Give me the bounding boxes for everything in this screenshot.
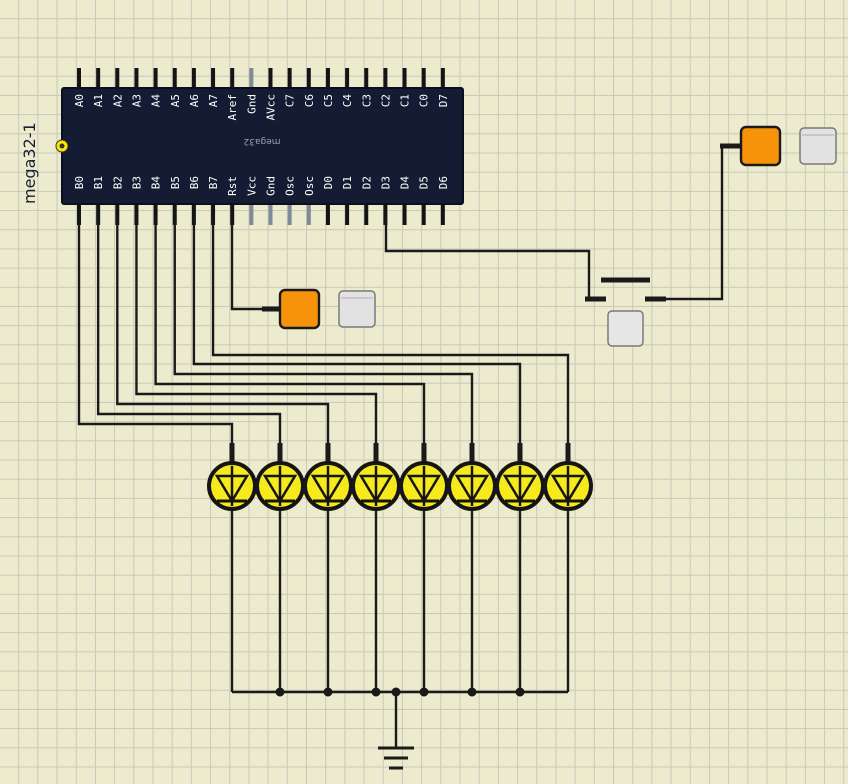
junction-dot (419, 687, 429, 697)
pin-label-top: A0 (73, 94, 86, 107)
pin-label-top: Gnd (245, 94, 258, 114)
pin-label-top: C2 (379, 94, 392, 107)
mega32-chip[interactable]: mega32 (55, 87, 464, 205)
pin-label-bottom: B6 (188, 176, 201, 189)
pushbutton[interactable] (585, 277, 666, 347)
ground-bus (232, 690, 568, 748)
component-label: mega32-1 (20, 122, 39, 204)
rst-logic-probe[interactable] (278, 288, 321, 330)
junction-dot (323, 687, 333, 697)
pin-label-bottom: D6 (437, 176, 450, 189)
pin-label-top: A5 (169, 94, 182, 107)
pin-label-bottom: Osc (303, 176, 316, 196)
wire-b7 (211, 222, 570, 445)
pin-label-bottom: B7 (207, 176, 220, 189)
pin-label-top: C4 (341, 94, 354, 108)
pin-label-bottom: Rst (226, 176, 239, 196)
led-b0[interactable] (207, 443, 257, 511)
pin-label-top: C6 (303, 94, 316, 107)
wire-b6 (192, 222, 522, 445)
pin-label-top: D7 (437, 94, 450, 107)
pin-label-bottom: B2 (111, 176, 124, 189)
pin-label-bottom: D2 (360, 176, 373, 189)
junction-dot (371, 687, 381, 697)
wire-b0 (77, 222, 234, 445)
led-b7[interactable] (543, 443, 593, 511)
wire-b4 (154, 222, 426, 445)
pin-label-top: A7 (207, 94, 220, 107)
led-b5[interactable] (447, 443, 497, 511)
button-cap[interactable] (607, 310, 644, 347)
pin-label-top: A4 (150, 94, 163, 108)
pin-label-top: C5 (322, 94, 335, 107)
pin-label-bottom: Gnd (265, 176, 278, 196)
pin-label-bottom: D4 (399, 176, 412, 190)
pin-label-top: C7 (284, 94, 297, 107)
pin-label-top: A3 (130, 94, 143, 107)
rst-wire (230, 222, 262, 311)
junction-dot (467, 687, 477, 697)
pin-label-top: Aref (226, 94, 239, 121)
d-toggle-cap[interactable] (799, 127, 837, 165)
pin-label-top: C1 (399, 94, 412, 107)
pin-label-top: A2 (111, 94, 124, 107)
pin-label-bottom: Osc (284, 176, 297, 196)
pin-label-bottom: D1 (341, 176, 354, 189)
wire-b2 (116, 222, 330, 445)
chip-marking: mega32 (244, 136, 281, 146)
wire-b3 (135, 222, 378, 445)
rst-toggle-cap[interactable] (338, 290, 376, 328)
wire-b5 (173, 222, 474, 445)
pin-label-bottom: B5 (169, 176, 182, 189)
pin-label-bottom: B1 (92, 176, 105, 189)
d-logic-probe[interactable] (739, 125, 782, 167)
pin-label-bottom: B4 (150, 176, 163, 190)
pin-label-top: C3 (360, 94, 373, 107)
led-b4[interactable] (399, 443, 449, 511)
pin-label-bottom: D5 (418, 176, 431, 189)
pin-label-bottom: Vcc (245, 176, 258, 196)
pin-label-bottom: B3 (130, 176, 143, 189)
pin-label-bottom: D3 (379, 176, 392, 189)
led-b1[interactable] (255, 443, 305, 511)
pin-label-top: C0 (418, 94, 431, 107)
led-b6[interactable] (495, 443, 545, 511)
wire-b1 (96, 222, 282, 445)
junction-dot (515, 687, 525, 697)
pin-label-bottom: B0 (73, 176, 86, 189)
d3-wire (384, 222, 591, 299)
led-b2[interactable] (303, 443, 353, 511)
led-b3[interactable] (351, 443, 401, 511)
button-probe-wire (666, 144, 724, 301)
ground-icon (378, 746, 414, 770)
pin-label-top: A6 (188, 94, 201, 107)
pin-label-bottom: D0 (322, 176, 335, 189)
pin-label-top: A1 (92, 94, 105, 107)
junction-dot (275, 687, 285, 697)
pin-label-top: AVcc (265, 94, 278, 121)
junction-dot (391, 687, 401, 697)
